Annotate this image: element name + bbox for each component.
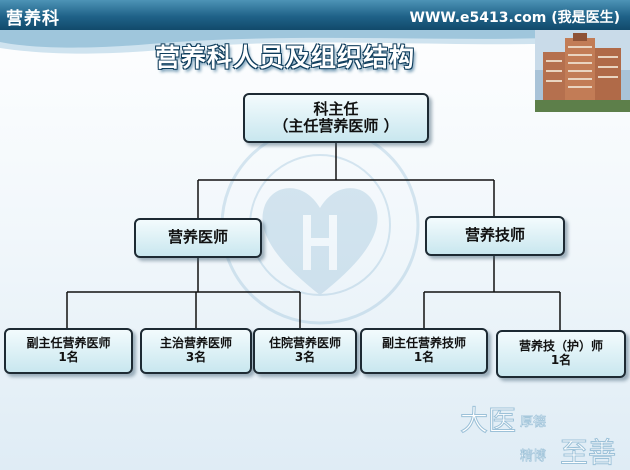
director-box: 科主任 （主任营养医师 ） (243, 93, 429, 143)
slogan-small-2: 精博 (520, 449, 546, 464)
staff-title: 住院营养医师 (268, 336, 341, 351)
physician-title: 营养医师 (167, 228, 228, 247)
staff-title: 副主任营养技师 (381, 336, 466, 351)
director-title: 科主任 (313, 99, 359, 118)
staff-title: 副主任营养医师 (26, 336, 111, 351)
slogan-big-1: 大医 (460, 404, 516, 437)
site-url: WWW.e5413.com (我是医生) (409, 10, 620, 26)
header-bar: 营养科 WWW.e5413.com (我是医生) (0, 0, 630, 30)
staff-box: 营养技（护）师 1名 (496, 330, 626, 378)
director-subtitle: （主任营养医师 ） (273, 117, 399, 135)
staff-box: 住院营养医师 3名 (253, 328, 357, 374)
slogan-big-2: 至善 (560, 436, 616, 466)
staff-count: 3名 (185, 350, 207, 364)
staff-count: 3名 (294, 350, 316, 364)
staff-box: 主治营养医师 3名 (140, 328, 252, 374)
staff-title: 主治营养医师 (159, 336, 232, 351)
slogan-watermark: 大医 厚德 精博 至善 (460, 404, 617, 467)
page-title: 营养科人员及组织结构 (154, 43, 415, 72)
header-wave-decoration (0, 30, 630, 54)
staff-count: 1名 (413, 350, 435, 364)
slogan-small-1: 厚德 (520, 415, 546, 430)
staff-count: 1名 (58, 350, 79, 364)
staff-box: 副主任营养医师 1名 (4, 328, 133, 374)
hospital-building-image (535, 30, 630, 112)
technician-box: 营养技师 (425, 216, 565, 256)
department-name: 营养科 (6, 9, 60, 29)
staff-count: 1名 (550, 353, 572, 367)
staff-box: 副主任营养技师 1名 (360, 328, 488, 374)
staff-title: 营养技（护）师 (518, 339, 603, 354)
physician-box: 营养医师 (134, 218, 262, 258)
technician-title: 营养技师 (464, 226, 525, 245)
